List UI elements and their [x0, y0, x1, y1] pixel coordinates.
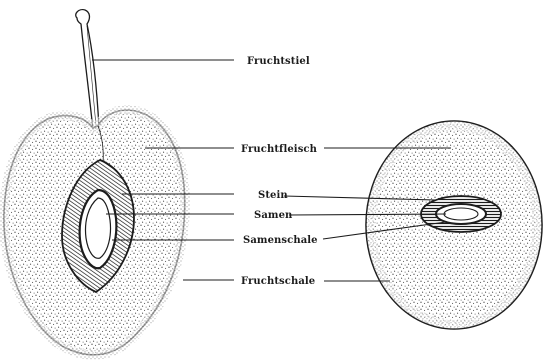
- longitudinal-section: [4, 10, 185, 355]
- label-fruchtfleisch: Fruchtfleisch: [241, 144, 318, 155]
- label-samen: Samen: [254, 210, 293, 221]
- label-fruchtstiel: Fruchtstiel: [247, 56, 310, 67]
- label-fruchtschale: Fruchtschale: [241, 276, 315, 287]
- label-stein: Stein: [258, 190, 288, 201]
- transverse-section: [366, 121, 542, 329]
- label-samenschale: Samenschale: [243, 235, 318, 246]
- seed-transverse: [444, 208, 478, 220]
- labels: Fruchtstiel Fruchtfleisch Stein Samen Sa…: [241, 56, 318, 287]
